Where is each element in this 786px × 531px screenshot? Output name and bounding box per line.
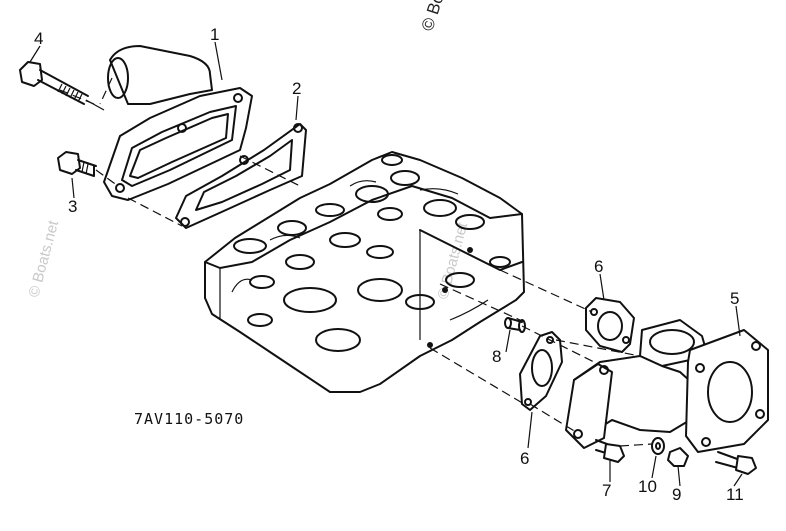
bolt-11 bbox=[715, 451, 757, 475]
leader-lines bbox=[29, 41, 743, 487]
callout-9: 9 bbox=[672, 485, 681, 504]
callout-6-lower: 6 bbox=[520, 449, 529, 468]
callout-3: 3 bbox=[68, 197, 77, 216]
cylinder-head bbox=[204, 151, 525, 393]
callout-6-upper: 6 bbox=[594, 257, 603, 276]
callout-11: 11 bbox=[726, 485, 744, 504]
watermark-center: © Boats.net bbox=[434, 220, 471, 301]
callout-7: 7 bbox=[602, 481, 611, 500]
part-code: 7AV110-5070 bbox=[134, 410, 244, 428]
callout-10: 10 bbox=[638, 477, 657, 496]
watermark-top: © Bo bbox=[418, 0, 448, 33]
short-bolt bbox=[57, 151, 97, 177]
callouts: 4 1 2 3 5 6 6 8 7 10 9 11 bbox=[34, 25, 744, 504]
exhaust-elbow bbox=[565, 319, 769, 453]
watermark-left: © Boats.net bbox=[25, 218, 62, 299]
alignment-lines bbox=[59, 77, 653, 447]
callout-1: 1 bbox=[210, 25, 219, 44]
bolt-7 bbox=[595, 439, 625, 463]
callout-5: 5 bbox=[730, 289, 739, 308]
exhaust-gasket-lower bbox=[519, 331, 563, 411]
stud-8 bbox=[504, 317, 526, 333]
callout-4: 4 bbox=[34, 29, 43, 48]
water-outlet-housing bbox=[103, 45, 253, 201]
nut-10 bbox=[651, 437, 665, 455]
exhaust-gasket-upper bbox=[585, 297, 635, 353]
gasket bbox=[175, 123, 307, 229]
callout-8: 8 bbox=[492, 347, 501, 366]
callout-2: 2 bbox=[292, 79, 301, 98]
washer-9 bbox=[667, 447, 689, 467]
long-bolt bbox=[19, 61, 105, 111]
